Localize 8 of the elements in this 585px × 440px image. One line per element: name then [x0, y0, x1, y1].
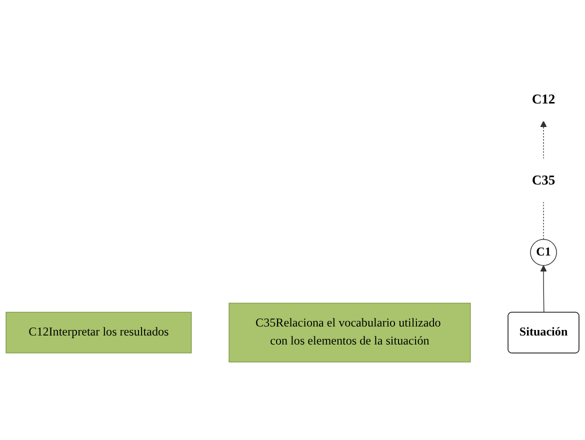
- node-text: C12: [532, 92, 556, 107]
- node-circle: C1: [530, 239, 557, 266]
- arrow: [540, 265, 547, 313]
- node-text: C35: [532, 172, 556, 188]
- node-box: C12Interpretar los resultados: [6, 312, 192, 354]
- connector: [543, 201, 544, 240]
- arrow: [540, 120, 547, 160]
- node-box: C35Relaciona el vocabulario utilizado con los elementos de la situación: [228, 302, 471, 362]
